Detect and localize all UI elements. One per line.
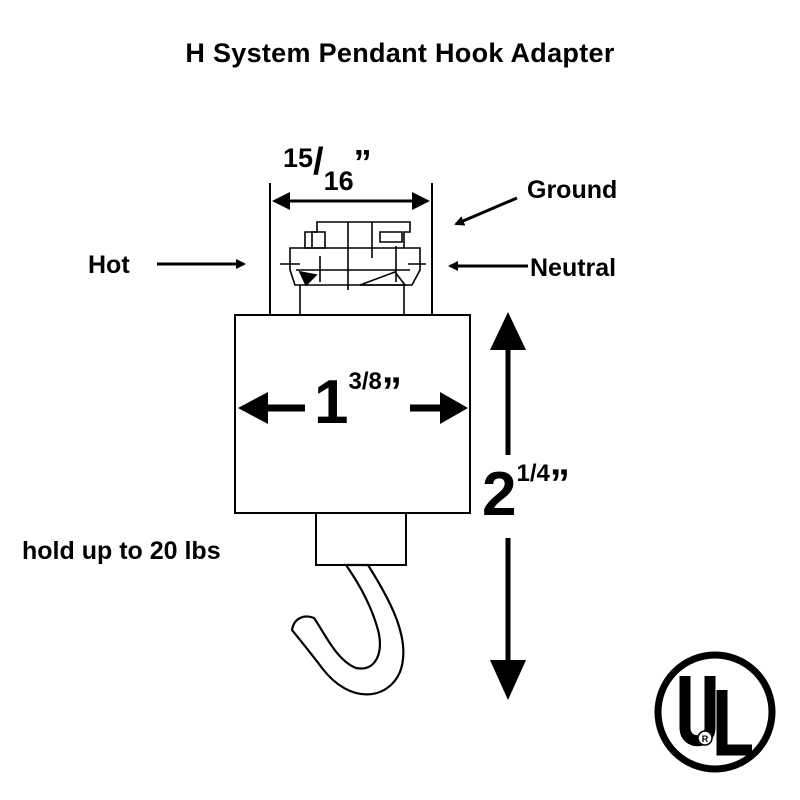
track-connector	[280, 221, 426, 316]
capacity-label: hold up to 20 lbs	[22, 537, 221, 565]
hook	[290, 563, 405, 696]
hook-neck	[315, 512, 407, 566]
height-fraction: 1/4	[516, 460, 550, 487]
top-width-label: 15/16”	[283, 142, 372, 195]
top-width-inch-mark: ”	[353, 142, 372, 183]
body-width-whole: 1	[314, 368, 349, 437]
diagram-title: H System Pendant Hook Adapter	[185, 38, 615, 68]
ground-arrow	[454, 196, 518, 226]
fraction-slash: /	[313, 141, 324, 183]
registered-mark: R	[702, 734, 709, 744]
body-width-label: 13/8”	[314, 370, 402, 434]
adapter-body	[234, 314, 471, 514]
height-inch-mark: ”	[549, 462, 570, 506]
ground-label: Ground	[527, 176, 618, 204]
top-width-numerator: 15	[283, 143, 314, 173]
height-dimension	[490, 312, 526, 700]
height-label: 21/4”	[482, 462, 570, 526]
body-width-fraction: 3/8	[348, 368, 382, 395]
neutral-label: Neutral	[530, 254, 617, 282]
height-whole: 2	[482, 460, 517, 529]
top-width-dimension	[269, 183, 433, 315]
body-width-inch-mark: ”	[381, 370, 402, 414]
ul-logo: R	[654, 651, 776, 773]
top-width-denominator: 16	[323, 166, 354, 196]
body-width-dimension	[238, 392, 468, 424]
hot-label: Hot	[88, 251, 130, 279]
